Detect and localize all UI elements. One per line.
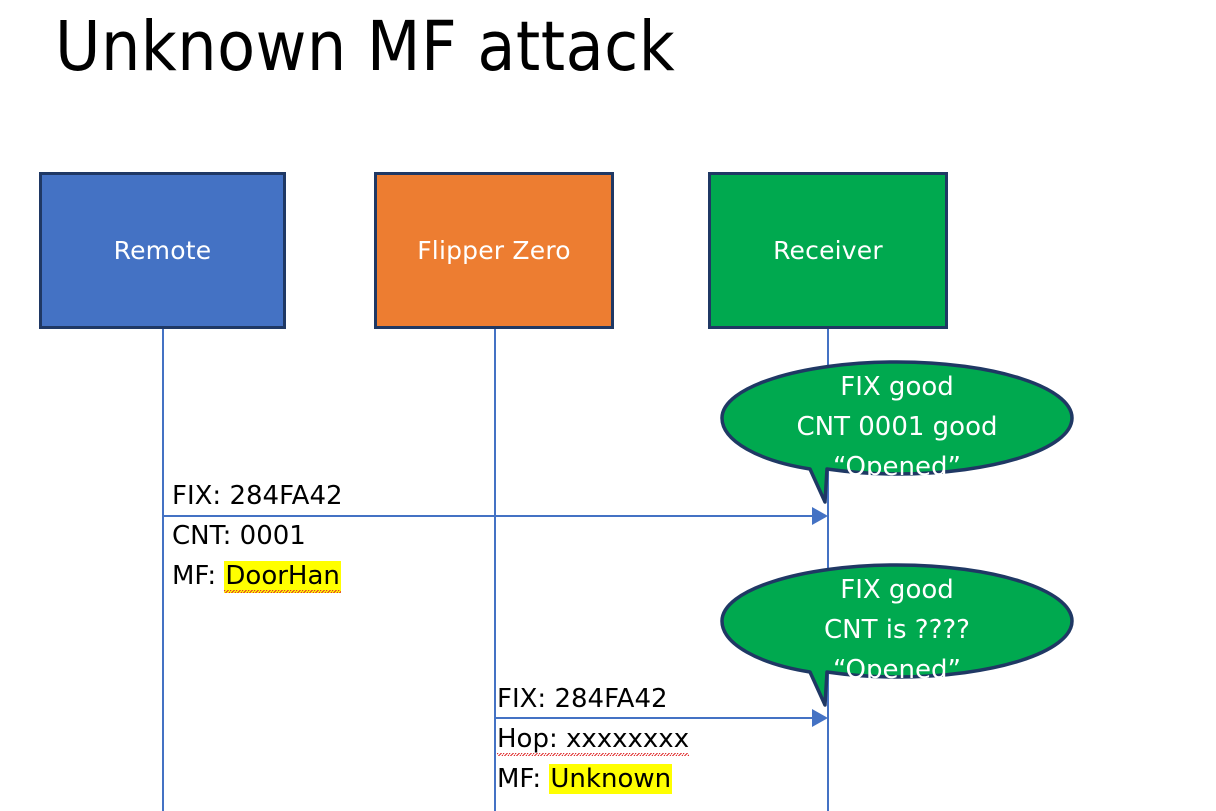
message-arrowhead-flipper-to-receiver	[812, 709, 828, 727]
speech-bubble-second[interactable]: FIX good CNT is ???? “Opened”	[720, 563, 1074, 720]
message-line-text-fix-2: FIX: 284FA42	[497, 684, 668, 714]
message-label-remote-to-receiver: FIX: 284FA42 CNT: 0001 MF: DoorHan	[172, 476, 343, 596]
actor-label-flipper: Flipper Zero	[417, 236, 571, 265]
speech-bubble-first[interactable]: FIX good CNT 0001 good “Opened”	[720, 360, 1074, 517]
message-line-text-fix: FIX: 284FA42	[172, 481, 343, 511]
message-line-text-mf: MF: DoorHan	[172, 556, 343, 596]
lifeline-flipper	[494, 329, 496, 811]
hop-value: Hop: xxxxxxxx	[497, 724, 690, 756]
message-line-remote-to-receiver	[162, 515, 822, 517]
mf-prefix-label-2: MF:	[497, 764, 550, 794]
message-line-text-cnt: CNT: 0001	[172, 521, 306, 551]
speech-bubble-shape-second	[720, 563, 1074, 707]
actor-box-receiver[interactable]: Receiver	[708, 172, 948, 329]
actor-box-flipper[interactable]: Flipper Zero	[374, 172, 614, 329]
page-title: Unknown MF attack	[55, 7, 676, 87]
actor-label-remote: Remote	[113, 236, 212, 265]
actor-label-receiver: Receiver	[773, 236, 883, 265]
lifeline-remote	[162, 329, 164, 811]
message-arrowhead-remote-to-receiver	[812, 507, 828, 525]
actor-box-remote[interactable]: Remote	[39, 172, 286, 329]
mf-value-doorhan: DoorHan	[224, 561, 341, 593]
message-line-text-hop: Hop: xxxxxxxx	[497, 719, 690, 759]
mf-value-unknown: Unknown	[549, 764, 673, 794]
speech-bubble-shape-first	[720, 360, 1074, 504]
message-line-flipper-to-receiver	[494, 717, 822, 719]
message-line-text-mf-2: MF: Unknown	[497, 759, 689, 799]
mf-prefix-label: MF:	[172, 561, 225, 591]
message-label-flipper-to-receiver: FIX: 284FA42 Hop: xxxxxxxx MF: Unknown	[497, 679, 690, 799]
